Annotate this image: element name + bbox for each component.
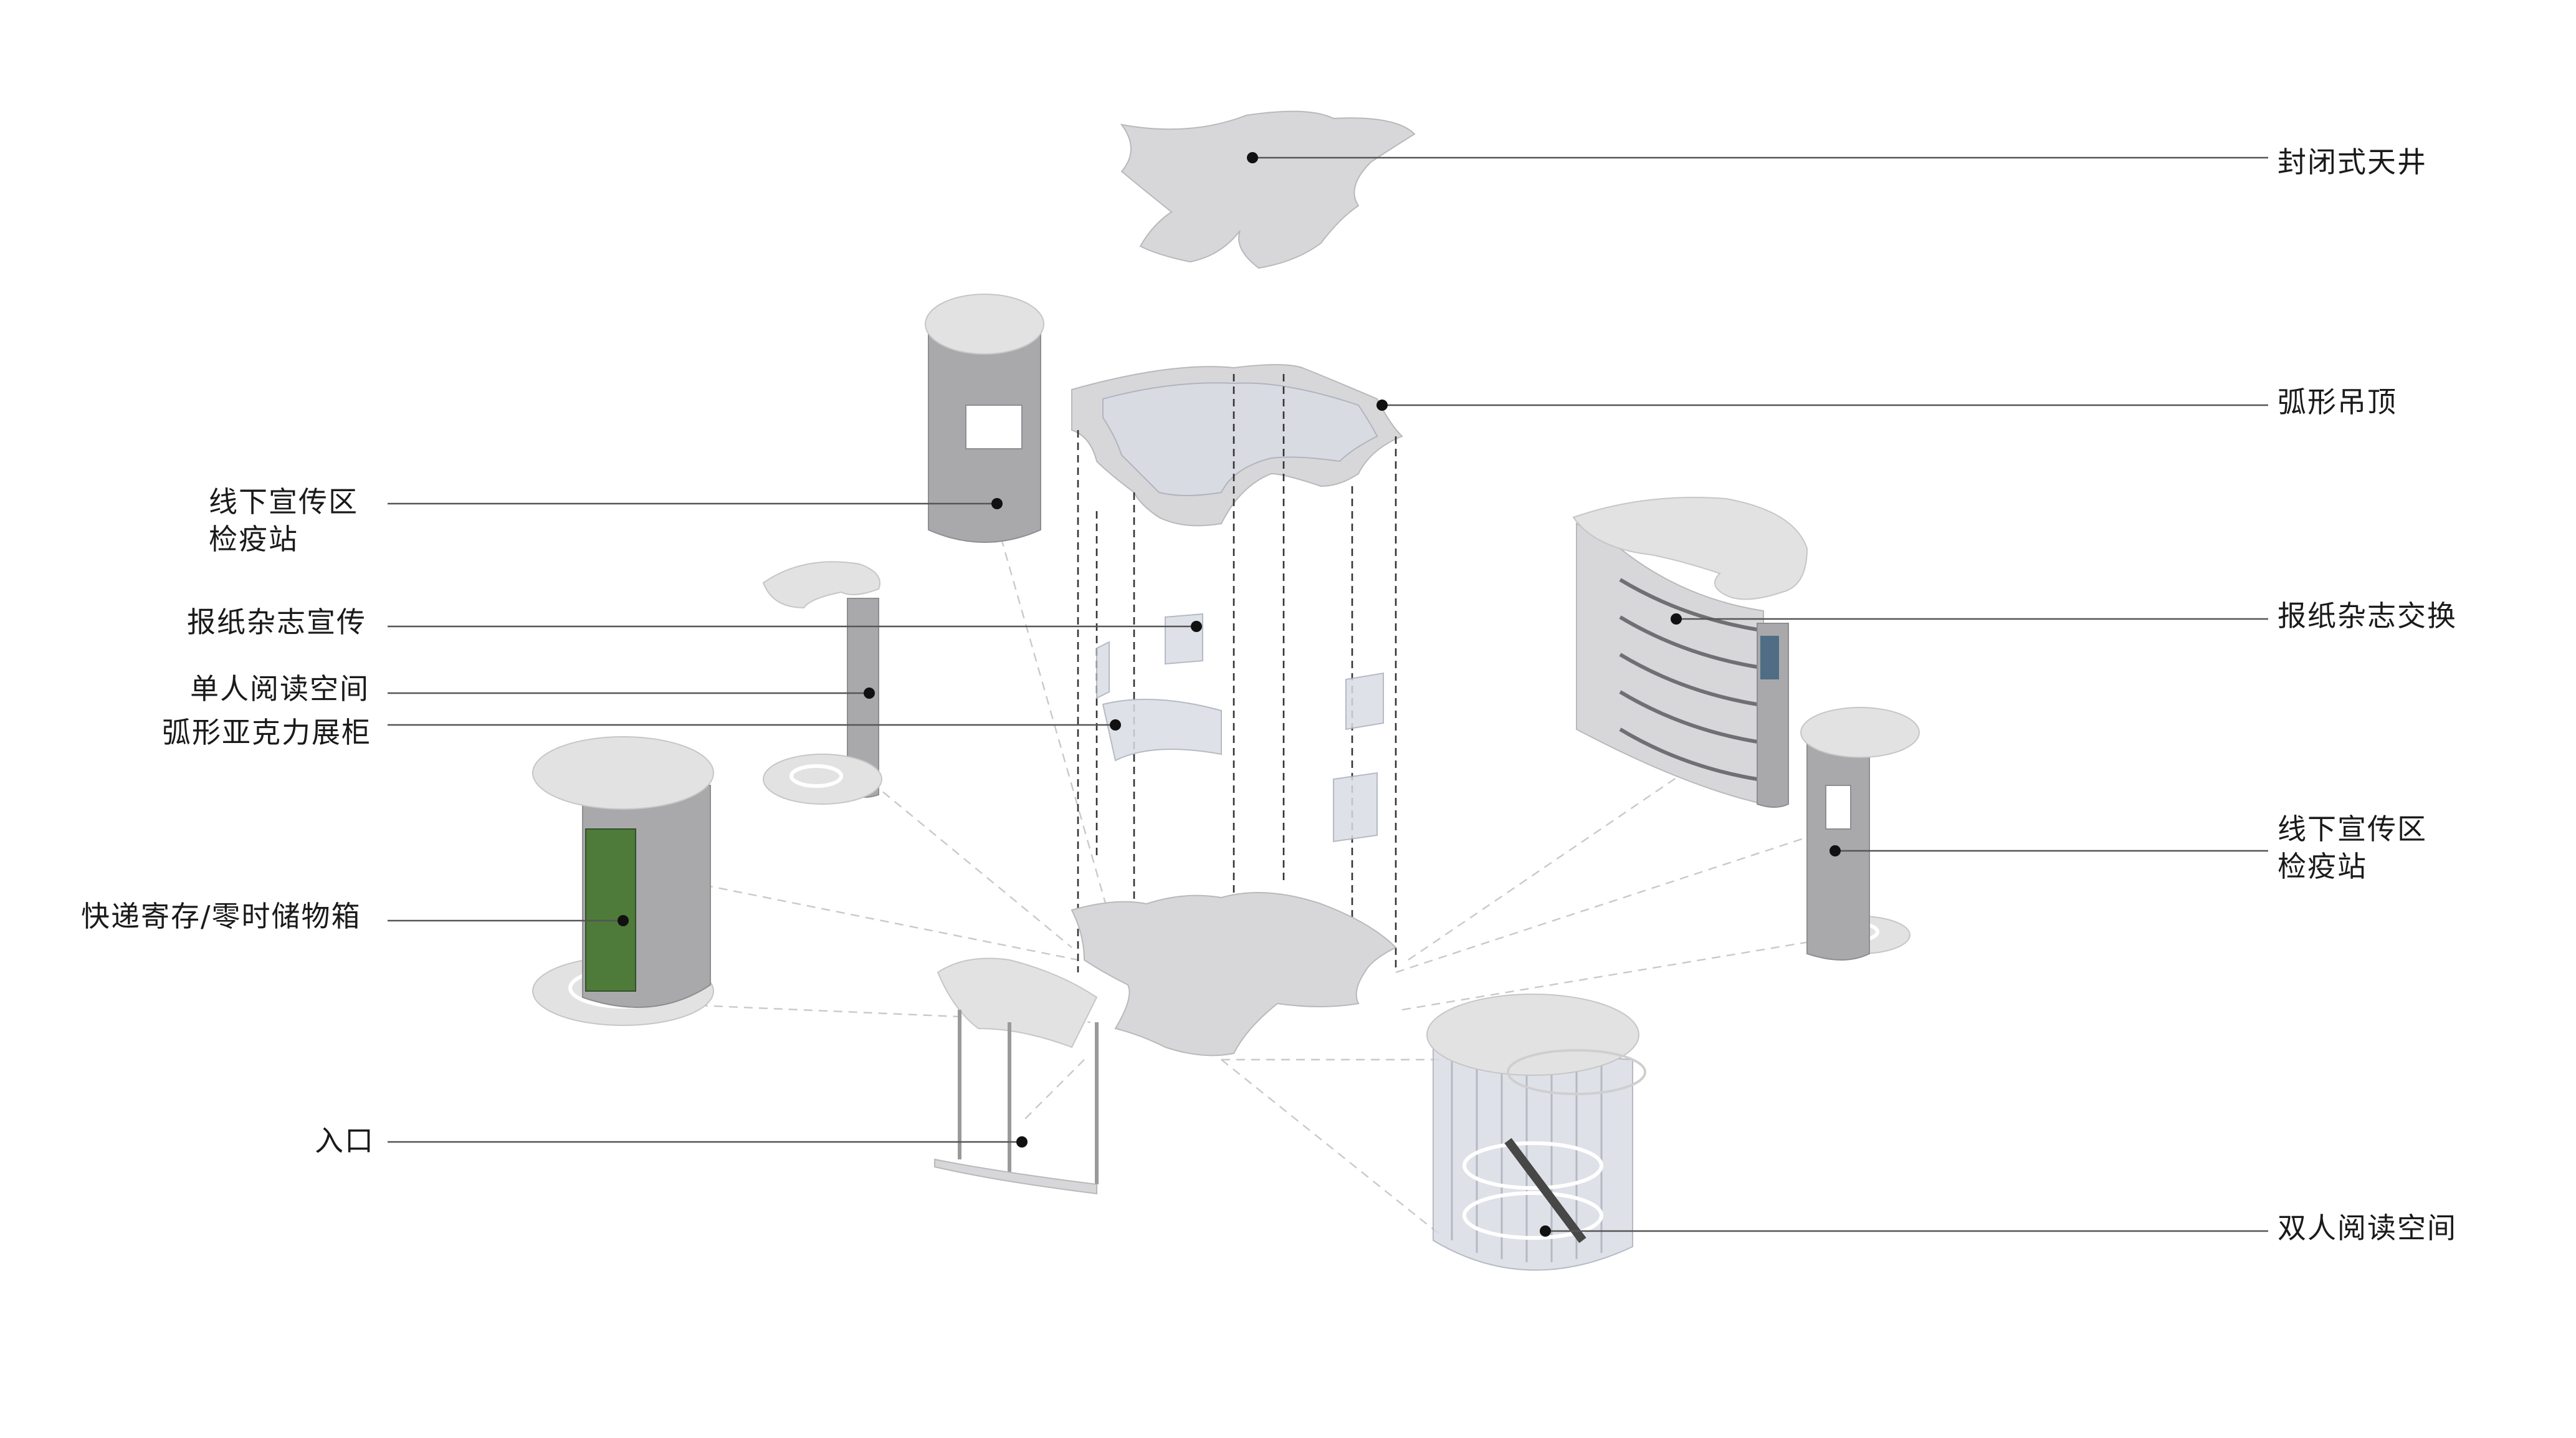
label-parcel-storage: 快递寄存/零时储物箱 [81, 899, 361, 933]
leader-lines-right [1247, 152, 2268, 1237]
leader-lines-left [388, 498, 1202, 1148]
promo-kiosk-right [1800, 707, 1920, 961]
parcel-storage-kiosk [532, 736, 714, 1026]
enclosed-courtyard-shape [1120, 110, 1416, 269]
label-newspaper-promo: 报纸杂志宣传 [187, 605, 366, 639]
label-entrance: 入口 [315, 1124, 374, 1158]
label-promo-area-left-line2: 检疫站 [209, 522, 298, 556]
central-column [1077, 374, 1397, 972]
label-double-reading: 双人阅读空间 [2278, 1211, 2457, 1245]
label-newspaper-exchange: 报纸杂志交换 [2278, 599, 2457, 633]
label-promo-area-left: 线下宣传区 检疫站 [209, 483, 358, 558]
double-reading-drum [1426, 994, 1646, 1271]
arc-ceiling-frame [1071, 364, 1403, 527]
label-promo-area-right: 线下宣传区 检疫站 [2278, 810, 2427, 885]
label-acrylic-cabinet: 弧形亚克力展柜 [162, 716, 371, 749]
newspaper-exchange-shelf [1572, 497, 1808, 808]
label-single-reading: 单人阅读空间 [190, 672, 370, 706]
promo-kiosk-left [925, 294, 1044, 543]
single-reading-kiosk [762, 561, 882, 805]
label-arc-ceiling: 弧形吊顶 [2278, 385, 2397, 419]
entrance-gate [934, 957, 1099, 1195]
label-promo-area-left-line1: 线下宣传区 [209, 485, 358, 519]
central-floor-plate [1071, 892, 1397, 1057]
label-promo-area-right-line2: 检疫站 [2278, 850, 2367, 883]
label-promo-area-right-line1: 线下宣传区 [2278, 812, 2427, 846]
label-enclosed-courtyard: 封闭式天井 [2278, 145, 2427, 179]
